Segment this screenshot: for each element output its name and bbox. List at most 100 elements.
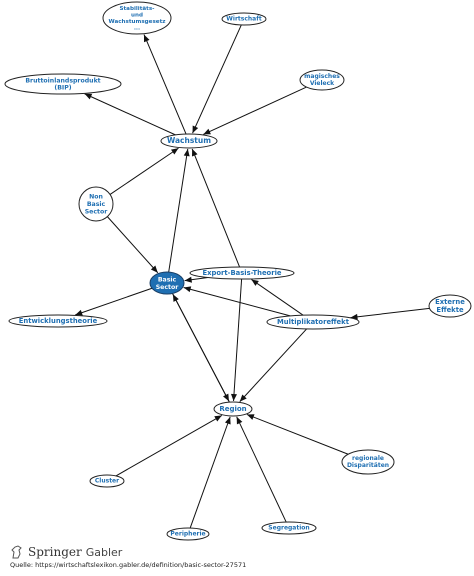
edge-line bbox=[143, 34, 187, 135]
edge-wachstum-to-bip bbox=[84, 93, 176, 136]
edge-nonbasic-to-wachstum bbox=[109, 147, 179, 195]
node-label: Vieleck bbox=[310, 80, 335, 87]
arrow-head-icon bbox=[170, 148, 179, 155]
node-label: Wachstumsgesetz bbox=[108, 19, 165, 25]
node-ellipse bbox=[221, 12, 267, 26]
node-cluster[interactable]: Cluster bbox=[89, 474, 125, 488]
arrow-head-icon bbox=[246, 414, 255, 420]
edge-line bbox=[191, 148, 241, 268]
node-ebt[interactable]: Export-Basis-Theorie bbox=[189, 266, 295, 280]
arrow-head-icon bbox=[192, 125, 199, 134]
edge-line bbox=[236, 416, 287, 523]
brand-gabler: Gabler bbox=[85, 545, 123, 559]
arrow-head-icon bbox=[191, 148, 198, 157]
node-ellipse bbox=[8, 314, 108, 328]
edge-basic-to-entw bbox=[75, 287, 153, 316]
arrow-head-icon bbox=[251, 279, 259, 286]
edge-wirt-to-wachstum bbox=[192, 24, 242, 134]
node-entw[interactable]: Entwicklungstheorie bbox=[8, 314, 108, 328]
edge-magic-to-wachstum bbox=[203, 86, 307, 135]
edge-basic-to-region bbox=[172, 293, 230, 402]
node-ellipse bbox=[149, 271, 185, 295]
edge-line bbox=[183, 286, 291, 317]
edge-peripherie-to-region bbox=[189, 416, 231, 529]
node-ellipse bbox=[89, 474, 125, 488]
arrow-head-icon bbox=[223, 393, 229, 402]
node-label: magisches bbox=[304, 73, 340, 80]
node-label: Effekte bbox=[436, 306, 464, 314]
arrow-head-icon bbox=[230, 393, 237, 402]
springer-horse-icon bbox=[11, 545, 22, 559]
node-ellipse bbox=[341, 449, 395, 475]
node-ellipse bbox=[261, 521, 317, 535]
edge-line bbox=[84, 93, 176, 136]
arrow-head-icon bbox=[183, 286, 192, 293]
edge-mult-to-basic bbox=[183, 286, 291, 317]
edge-line bbox=[172, 293, 230, 402]
edge-mult-to-ebt bbox=[251, 279, 304, 316]
node-label: Wachstum bbox=[167, 136, 211, 145]
edge-ebt-to-wachstum bbox=[191, 148, 241, 268]
node-label: ... bbox=[134, 25, 140, 31]
arrow-head-icon bbox=[239, 394, 247, 402]
source-url: Quelle: https://wirtschaftslexikon.gable… bbox=[10, 561, 247, 569]
node-label: Export-Basis-Theorie bbox=[202, 269, 281, 277]
node-ellipse bbox=[4, 73, 122, 95]
node-ellipse bbox=[189, 266, 295, 280]
edge-mult-to-region bbox=[239, 328, 307, 402]
node-label: Sector bbox=[85, 209, 109, 216]
arrow-head-icon bbox=[184, 276, 192, 283]
edge-cluster-to-region bbox=[115, 414, 223, 477]
node-label: Sector bbox=[156, 284, 180, 291]
brand-springer: Springer bbox=[28, 545, 82, 559]
edge-line bbox=[233, 278, 243, 402]
node-label: Multiplikatoreffekt bbox=[277, 318, 350, 326]
springer-gabler-logo: Springer Gabler bbox=[10, 545, 122, 559]
arrow-head-icon bbox=[350, 313, 358, 320]
node-label: Disparitäten bbox=[347, 462, 389, 469]
node-wachstum[interactable]: Wachstum bbox=[160, 133, 218, 149]
arrow-head-icon bbox=[214, 415, 222, 422]
edge-line bbox=[189, 416, 231, 529]
node-label: regionale bbox=[352, 455, 384, 462]
edge-line bbox=[109, 147, 179, 195]
edges-layer bbox=[75, 24, 430, 529]
edge-ebt-to-region bbox=[230, 278, 243, 402]
edge-line bbox=[192, 24, 242, 134]
node-label: Peripherie bbox=[170, 531, 205, 538]
edge-line bbox=[246, 414, 349, 455]
node-bip[interactable]: Bruttoinlandsprodukt(BIP) bbox=[4, 73, 122, 95]
node-ellipse bbox=[166, 527, 210, 541]
arrow-head-icon bbox=[75, 309, 83, 316]
node-label: Basic bbox=[158, 276, 177, 283]
edge-basic-to-wachstum bbox=[168, 148, 190, 273]
node-wirt[interactable]: Wirtschaft bbox=[221, 12, 267, 26]
edge-wachstum-to-stab bbox=[143, 34, 187, 135]
node-region[interactable]: Region bbox=[213, 401, 253, 417]
node-mult[interactable]: Multiplikatoreffekt bbox=[266, 314, 360, 330]
edge-line bbox=[251, 279, 304, 316]
edge-segregation-to-region bbox=[236, 416, 287, 523]
node-label: Stabilitäts- bbox=[119, 6, 155, 12]
node-label: Segregation bbox=[268, 525, 309, 532]
edge-line bbox=[75, 287, 153, 316]
node-stab[interactable]: Stabilitäts-undWachstumsgesetz... bbox=[102, 1, 172, 35]
arrow-head-icon bbox=[224, 416, 231, 425]
node-label: und bbox=[131, 12, 143, 18]
edge-line bbox=[350, 307, 430, 319]
node-segregation[interactable]: Segregation bbox=[261, 521, 317, 535]
arrow-head-icon bbox=[183, 148, 190, 157]
edge-extern-to-mult bbox=[350, 307, 430, 320]
arrow-head-icon bbox=[203, 128, 211, 135]
edge-nonbasic-to-basic bbox=[106, 216, 159, 274]
node-peripherie[interactable]: Peripherie bbox=[166, 527, 210, 541]
node-ellipse bbox=[428, 294, 472, 318]
node-ellipse bbox=[213, 401, 253, 417]
